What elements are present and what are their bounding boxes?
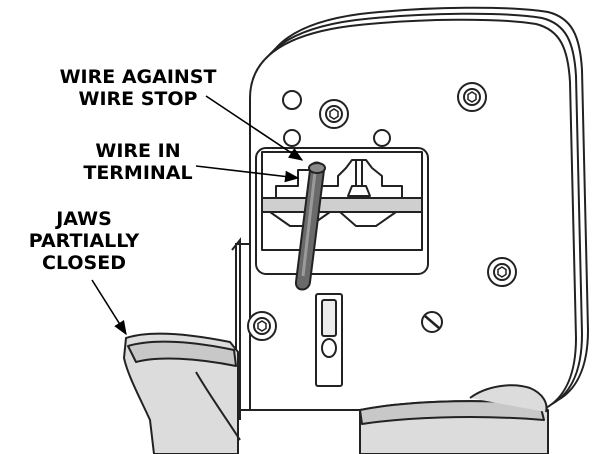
left-handle-band xyxy=(127,340,237,367)
hole-left xyxy=(283,129,301,147)
hole-mid xyxy=(373,129,391,147)
crimp-die xyxy=(255,147,429,275)
wire-end xyxy=(308,162,326,174)
screw-top-center xyxy=(319,99,349,129)
callout-wire-stop-line2: WIRE STOP xyxy=(78,88,198,110)
leader-lines xyxy=(91,95,304,336)
lower-die-profile xyxy=(269,211,397,227)
upper-die xyxy=(261,151,423,201)
callout-jaws-line1: JAWS xyxy=(56,208,112,230)
callout-jaws-partially-closed: JAWS PARTIALLY CLOSED xyxy=(14,208,154,274)
callout-wire-in-terminal: WIRE IN TERMINAL xyxy=(68,140,208,184)
handles xyxy=(123,332,549,454)
callout-jaws-line2: PARTIALLY xyxy=(28,230,140,252)
callout-wire-terminal-line2: TERMINAL xyxy=(83,162,193,184)
terminal-pin xyxy=(355,160,363,186)
right-handle-curl xyxy=(469,384,548,413)
adjustment-slot xyxy=(315,293,343,387)
callout-wire-terminal-line1: WIRE IN xyxy=(95,140,181,162)
left-handle xyxy=(123,332,239,454)
screw-top-right xyxy=(457,82,487,112)
hole-upper-left xyxy=(282,90,302,110)
die-gap-shadow xyxy=(261,197,423,213)
callout-jaws-line3: CLOSED xyxy=(42,252,126,274)
left-body-edge xyxy=(231,237,241,420)
wire xyxy=(295,161,326,291)
screw-lower-left xyxy=(247,311,277,341)
screw-right-middle xyxy=(487,257,517,287)
leader-wire-stop xyxy=(205,95,304,161)
callout-wire-against-wire-stop: WIRE AGAINST WIRE STOP xyxy=(38,66,238,110)
callout-wire-stop-line1: WIRE AGAINST xyxy=(59,66,217,88)
lower-die xyxy=(261,211,423,251)
left-handle-inner xyxy=(195,371,241,441)
slotted-screw xyxy=(421,311,443,333)
terminal-tip xyxy=(347,185,371,197)
leader-jaws xyxy=(91,279,127,336)
leader-wire-terminal xyxy=(195,165,300,183)
wire-highlight xyxy=(301,171,317,277)
right-handle-band xyxy=(359,400,545,425)
